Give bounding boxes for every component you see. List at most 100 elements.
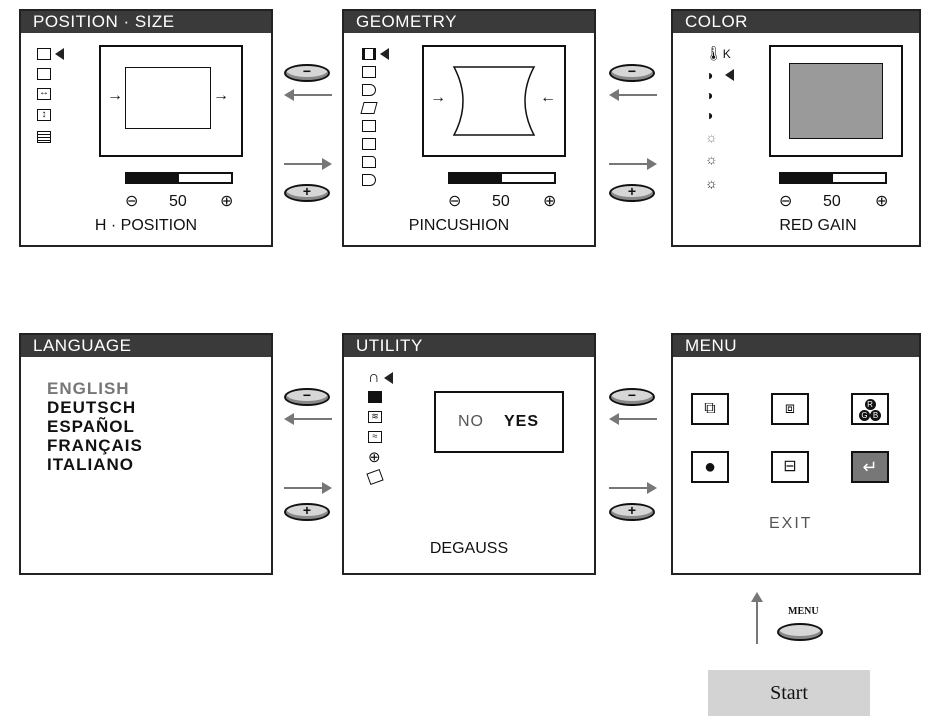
preview-screen: → ← <box>422 45 566 157</box>
level-value: 50 <box>492 193 510 210</box>
rgb-g-label: G <box>859 410 870 421</box>
setting-caption: RED GAIN <box>779 217 857 234</box>
arrow-right-icon <box>284 482 332 494</box>
selected-indicator-icon <box>380 48 389 60</box>
lines-icon[interactable] <box>37 131 51 143</box>
rgb-r-label: R <box>864 399 876 410</box>
minus-button[interactable]: − <box>609 63 655 82</box>
up-arrow-head-icon <box>751 592 763 602</box>
side-pin-icon[interactable] <box>362 174 376 186</box>
panel-title: LANGUAGE <box>21 335 271 357</box>
blue-gain-icon[interactable]: ◑ <box>705 107 714 123</box>
h-size-icon[interactable]: ↔ <box>37 87 51 100</box>
moire-h-icon[interactable]: ≋ <box>368 411 382 423</box>
language-option-espanol[interactable]: ESPAÑOL <box>47 417 135 436</box>
arrow-left-icon <box>609 413 657 425</box>
rotation-icon[interactable] <box>362 156 376 168</box>
selected-indicator-icon <box>725 69 734 81</box>
level-bar-fill <box>127 174 179 182</box>
plus-button[interactable]: + <box>609 502 655 521</box>
v-size-icon[interactable]: ↕ <box>37 109 51 121</box>
arrow-right-icon: → <box>430 89 446 106</box>
arrow-left-icon: ← <box>540 89 556 106</box>
level-bar-fill <box>781 174 833 182</box>
plus-symbol: ⊕ <box>875 193 889 210</box>
arrow-left-icon <box>609 89 657 101</box>
color-temp-icon[interactable]: 🌡K <box>705 45 731 61</box>
utility-panel: UTILITY ∩ ≋ ≈ ⊕ NO YES DEGAUSS <box>342 333 596 575</box>
blue-bias-icon[interactable]: ☼ <box>705 175 718 191</box>
plus-button[interactable]: + <box>609 183 655 202</box>
level-bar[interactable] <box>779 172 887 184</box>
geometry-panel: GEOMETRY → ← ⊖ 50 ⊕ PINCUSHION <box>342 9 596 247</box>
no-option[interactable]: NO <box>458 413 484 430</box>
red-gain-icon[interactable]: ◑ <box>705 67 714 83</box>
plus-button[interactable]: + <box>284 183 330 202</box>
green-bias-icon[interactable]: ☼ <box>705 151 718 167</box>
osd-position-icon[interactable] <box>368 391 382 403</box>
minus-button[interactable]: − <box>284 63 330 82</box>
language-option-francais[interactable]: FRANÇAIS <box>47 436 143 455</box>
start-button[interactable]: Start <box>708 670 870 716</box>
position-size-panel: POSITION · SIZE ↔ ↕ → → ⊖ 50 ⊕ H · POSIT… <box>19 9 273 247</box>
position-size-menu-icon[interactable]: ⧉ <box>691 393 729 425</box>
top-corner-icon[interactable] <box>362 120 376 132</box>
setting-caption: DEGAUSS <box>429 540 509 557</box>
language-option-deutsch[interactable]: DEUTSCH <box>47 398 137 417</box>
level-bar[interactable] <box>125 172 233 184</box>
bottom-corner-icon[interactable] <box>362 138 376 150</box>
yes-option[interactable]: YES <box>504 413 540 430</box>
degauss-icon[interactable]: ∩ <box>368 369 380 386</box>
trapezoid-icon[interactable] <box>362 66 376 78</box>
minus-symbol: ⊖ <box>779 193 793 210</box>
menu-button[interactable] <box>777 623 823 641</box>
preview-inner-frame <box>125 67 211 129</box>
level-bar-fill <box>450 174 502 182</box>
green-gain-icon[interactable]: ◑ <box>705 87 714 103</box>
up-arrow-icon <box>756 596 758 644</box>
parallelogram-icon[interactable] <box>360 102 378 114</box>
utility-menu-icon[interactable]: ⊟ <box>771 451 809 483</box>
exit-label: EXIT <box>769 515 813 532</box>
selected-indicator-icon <box>384 372 393 384</box>
minus-symbol: ⊖ <box>125 193 139 210</box>
plus-symbol: ⊕ <box>220 193 234 210</box>
language-menu-icon[interactable]: ● <box>691 451 729 483</box>
arrow-left-icon <box>284 89 332 101</box>
panel-title: MENU <box>673 335 919 357</box>
pincushion-icon[interactable] <box>362 48 376 60</box>
color-panel: COLOR 🌡K ◑ ◑ ◑ ☼ ☼ ☼ ⊖ 50 ⊕ RED GAIN <box>671 9 921 247</box>
panel-title: UTILITY <box>344 335 594 357</box>
preview-screen: → → <box>99 45 243 157</box>
pincushion-shape-icon <box>452 66 536 136</box>
rgb-b-label: B <box>870 410 881 421</box>
level-bar[interactable] <box>448 172 556 184</box>
level-value: 50 <box>169 193 187 210</box>
panel-title: COLOR <box>673 11 919 33</box>
minus-symbol: ⊖ <box>448 193 462 210</box>
position-icon[interactable] <box>37 48 51 60</box>
geometry-menu-icon[interactable]: ⧈ <box>771 393 809 425</box>
exit-menu-icon[interactable]: ↵ <box>851 451 889 483</box>
arrow-right-icon <box>609 158 657 170</box>
arrow-right-icon <box>609 482 657 494</box>
osd-rotate-icon[interactable] <box>366 468 384 486</box>
red-bias-icon[interactable]: ☼ <box>705 129 718 145</box>
arrow-left-icon <box>284 413 332 425</box>
minus-button[interactable]: − <box>284 387 330 406</box>
arrow-right-icon: → <box>213 87 229 104</box>
moire-v-icon[interactable]: ≈ <box>368 431 382 443</box>
arrow-right-icon <box>284 158 332 170</box>
plus-button[interactable]: + <box>284 502 330 521</box>
language-option-english[interactable]: ENGLISH <box>47 379 130 398</box>
size-icon[interactable] <box>37 68 51 80</box>
panel-title: POSITION · SIZE <box>21 11 271 33</box>
minus-button[interactable]: − <box>609 387 655 406</box>
reset-icon[interactable]: ⊕ <box>368 449 381 466</box>
setting-caption: PINCUSHION <box>408 217 510 234</box>
level-value: 50 <box>823 193 841 210</box>
pin-balance-icon[interactable] <box>362 84 376 96</box>
language-option-italiano[interactable]: ITALIANO <box>47 455 135 474</box>
